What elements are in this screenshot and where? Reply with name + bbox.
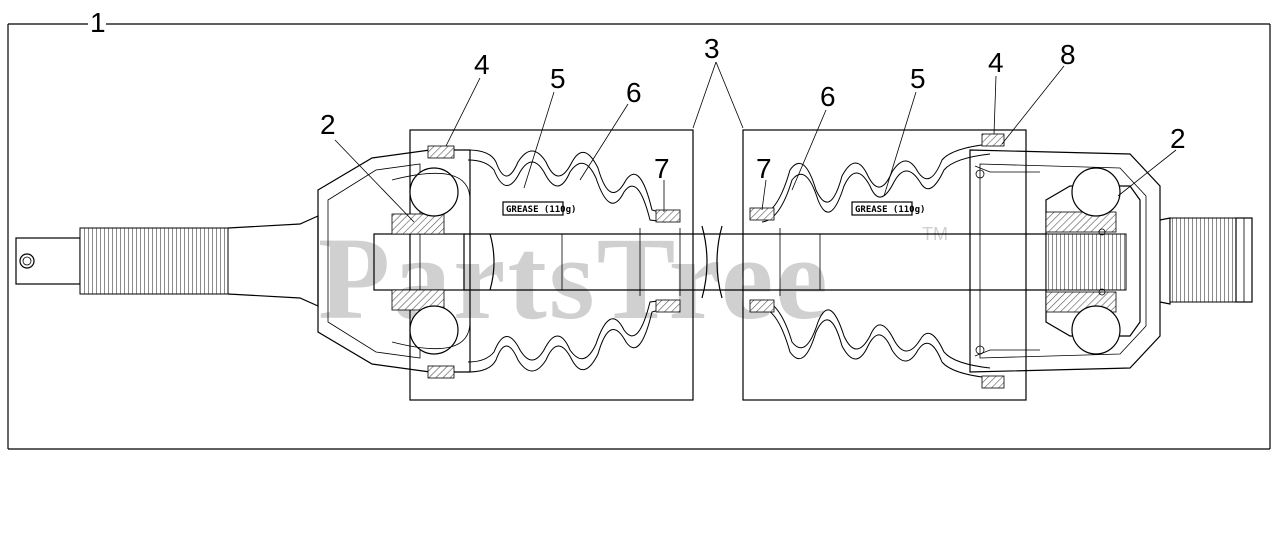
left-grease-text: GREASE (110g) [506, 205, 576, 215]
callout-5-right: 5 [910, 63, 926, 94]
right-outer-clamp-top [981, 133, 1005, 147]
callout-4-left: 4 [474, 49, 490, 80]
left-inner-clamp-top [655, 209, 681, 223]
left-cv-joint-housing [317, 149, 471, 373]
callout-3: 3 [704, 33, 720, 64]
right-grease-text: GREASE (110g) [855, 205, 925, 215]
callout-1: 1 [90, 7, 106, 38]
callout-leaders [334, 61, 1177, 223]
left-outer-clamp-top [427, 145, 455, 159]
callout-7-left: 7 [654, 153, 670, 184]
callout-5-left: 5 [550, 63, 566, 94]
left-boot [467, 149, 667, 373]
right-inner-clamp-bottom [749, 299, 775, 313]
boot-box-right [742, 129, 1027, 401]
callout-6-left: 6 [626, 77, 642, 108]
left-axle-shaft [464, 225, 712, 299]
left-inner-clamp-bottom [655, 299, 681, 313]
right-grease-label: GREASE (110g) [851, 201, 925, 216]
callout-4-right: 4 [988, 47, 1004, 78]
left-grease-label: GREASE (110g) [502, 201, 576, 216]
left-stub-shaft [15, 215, 319, 307]
callout-2-right: 2 [1170, 123, 1186, 154]
left-outer-clamp-bottom [427, 365, 455, 379]
right-axle-shaft [712, 225, 1046, 299]
assembly-frame [7, 23, 1271, 450]
callout-2-left: 2 [320, 109, 336, 140]
callout-6-right: 6 [820, 81, 836, 112]
right-cv-joint-housing [969, 149, 1161, 373]
callout-7-right: 7 [756, 153, 772, 184]
right-stub-shaft [1159, 217, 1253, 305]
right-boot [761, 143, 991, 379]
right-outer-clamp-bottom [981, 375, 1005, 389]
boot-box-left [409, 129, 694, 401]
callout-8: 8 [1060, 39, 1076, 70]
